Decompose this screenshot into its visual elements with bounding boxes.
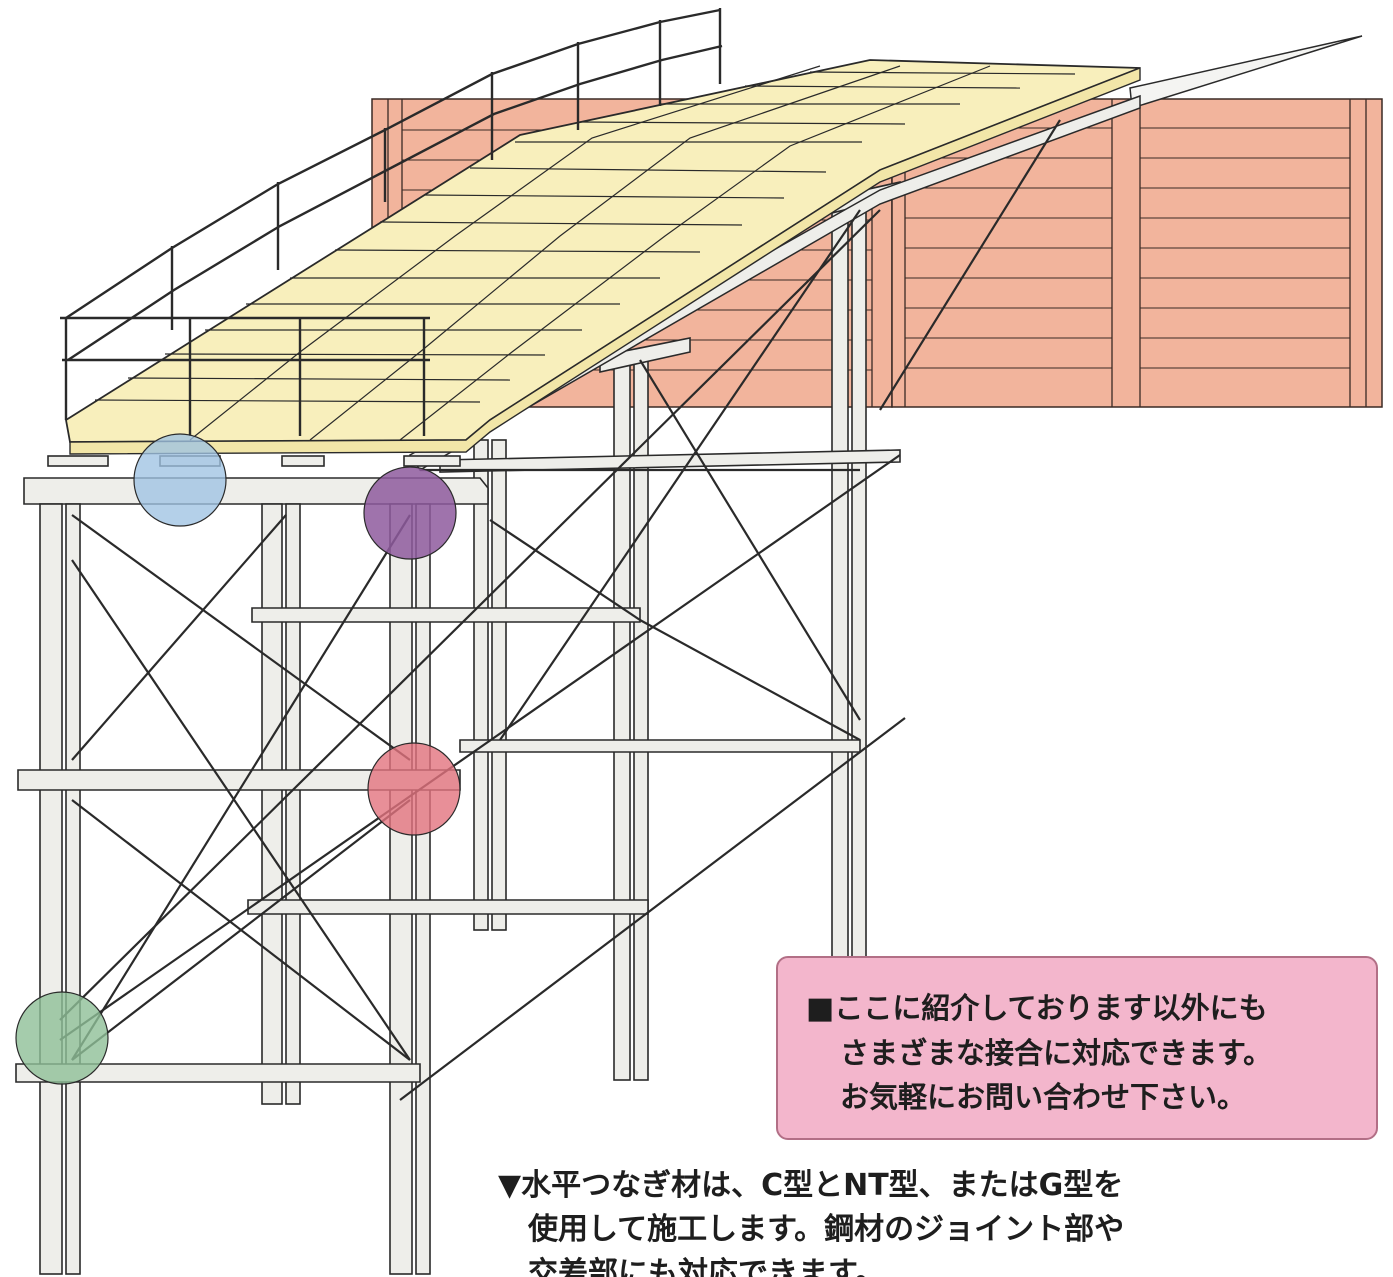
notice-line-1-text: ここに紹介しております以外にも (834, 991, 1268, 1025)
notice-line-2: さまざまな接合に対応できます。 (840, 1036, 1273, 1070)
notice-line-1: ■ここに紹介しております以外にも (778, 986, 1376, 1031)
highlight-circle-red (367, 742, 461, 836)
caption-line-1: ▼水平つなぎ材は、C型とNT型、またはG型を (498, 1168, 1124, 1203)
caption-line-2: 使用して施工します。鋼材のジョイント部や (528, 1212, 1125, 1247)
notice-box: ■ここに紹介しております以外にも さまざまな接合に対応できます。 お気軽にお問い… (776, 956, 1378, 1140)
caption: ▼水平つなぎ材は、C型とNT型、またはG型を 使用して施工します。鋼材のジョイン… (498, 1164, 1393, 1277)
deck-far-end (1129, 35, 1363, 109)
joint-highlights (15, 433, 461, 1085)
scaffold-deck (65, 59, 1141, 455)
front-frame (15, 455, 649, 1275)
highlight-circle-purple (363, 466, 457, 560)
caption-line-3: 交差部にも対応できます。 (528, 1256, 885, 1277)
notice-line-3: お気軽にお問い合わせ下さい。 (840, 1080, 1247, 1114)
highlight-circle-blue (133, 433, 227, 527)
handrails (60, 8, 723, 436)
wall-panel-right (891, 98, 1383, 408)
highlight-circle-green (15, 991, 109, 1085)
braces (59, 119, 1061, 1101)
notice-square-mark: ■ (806, 991, 835, 1026)
